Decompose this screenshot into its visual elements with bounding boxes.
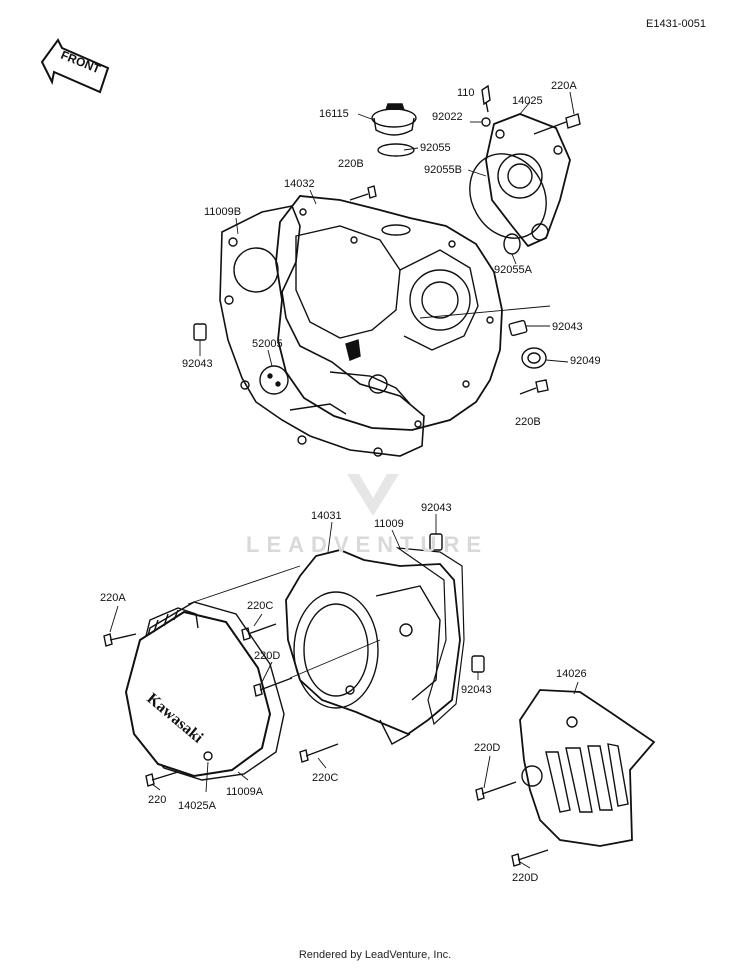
callout-52005: 52005: [252, 338, 283, 350]
bolt-110: [481, 84, 491, 113]
callout-220: 220: [148, 794, 167, 806]
callout-14025a: 14025A: [178, 800, 216, 812]
callout-14025: 14025: [512, 95, 543, 107]
callout-92055a: 92055A: [494, 264, 532, 276]
callout-220c-top: 220C: [247, 600, 274, 612]
bolt-220d-left: [253, 677, 293, 697]
oil-filler-cap-16115: [371, 103, 417, 136]
callout-220b-bottom: 220B: [515, 416, 541, 428]
callout-11009: 11009: [374, 518, 404, 530]
leader-lines-upper: [199, 91, 575, 367]
callout-92043-left: 92043: [182, 358, 213, 370]
callout-14031: 14031: [311, 510, 342, 522]
bolt-220d-bottom: [511, 849, 549, 867]
callout-110: 110: [457, 87, 475, 99]
bolt-220c-top: [241, 623, 277, 641]
clutch-housing-14031: [285, 549, 461, 745]
callout-220b-top: 220B: [338, 158, 364, 170]
callout-92043-right: 92043: [552, 321, 583, 333]
o-ring-92055a: [503, 233, 521, 255]
leadventure-logo-watermark: [347, 474, 399, 516]
callout-220d-right: 220D: [474, 742, 501, 754]
gasket-11009b: [219, 205, 425, 457]
bolt-220a-top: [533, 113, 581, 135]
seal-92022: [481, 117, 491, 127]
oil-screen-52005: [259, 365, 289, 395]
o-ring-92055b: [469, 153, 547, 239]
callout-220d-bottom: 220D: [512, 872, 539, 884]
dowel-92043-right: [508, 319, 528, 337]
dowel-92043-left: [193, 323, 207, 341]
bolt-220b-bottom: [519, 379, 549, 395]
callout-14026: 14026: [556, 668, 587, 680]
callout-16115: 16115: [319, 108, 349, 120]
figure-id: E1431-0051: [646, 18, 706, 30]
watermark-text: LEADVENTURE: [246, 532, 489, 557]
gasket-11009: [395, 547, 465, 726]
bolt-220c-bottom: [299, 743, 339, 763]
bolt-220d-right: [475, 781, 517, 801]
cover-14025: [485, 113, 571, 248]
chain-guard-14026: [519, 689, 656, 847]
callout-220a-left: 220A: [100, 592, 126, 604]
crankcase-cover-14032: [275, 195, 503, 431]
bolt-220: [145, 771, 179, 787]
footer-credit: Rendered by LeadVenture, Inc.: [298, 949, 452, 961]
callout-92043-lower: 92043: [461, 684, 492, 696]
o-ring-92055: [377, 143, 415, 157]
callout-92055b: 92055B: [424, 164, 462, 176]
front-arrow-icon: [40, 38, 110, 94]
callout-220a-top: 220A: [551, 80, 577, 92]
callout-14032: 14032: [284, 178, 315, 190]
bolt-220a-left: [103, 633, 137, 647]
callout-220c-bottom: 220C: [312, 772, 339, 784]
callout-92049: 92049: [570, 355, 601, 367]
callout-92043-mid: 92043: [421, 502, 452, 514]
callout-11009b: 11009B: [204, 206, 242, 218]
seal-92049: [521, 347, 547, 369]
callout-92022: 92022: [432, 111, 463, 123]
bolt-220b-top: [349, 185, 377, 201]
clutch-cover-14025a: Kawasaki: [124, 607, 272, 778]
dowel-92043-lower: [471, 655, 485, 673]
callout-11009a: 11009A: [226, 786, 264, 798]
callout-92055: 92055: [420, 142, 451, 154]
callout-220d-left: 220D: [254, 650, 281, 662]
leader-lines-lower: [109, 514, 579, 869]
